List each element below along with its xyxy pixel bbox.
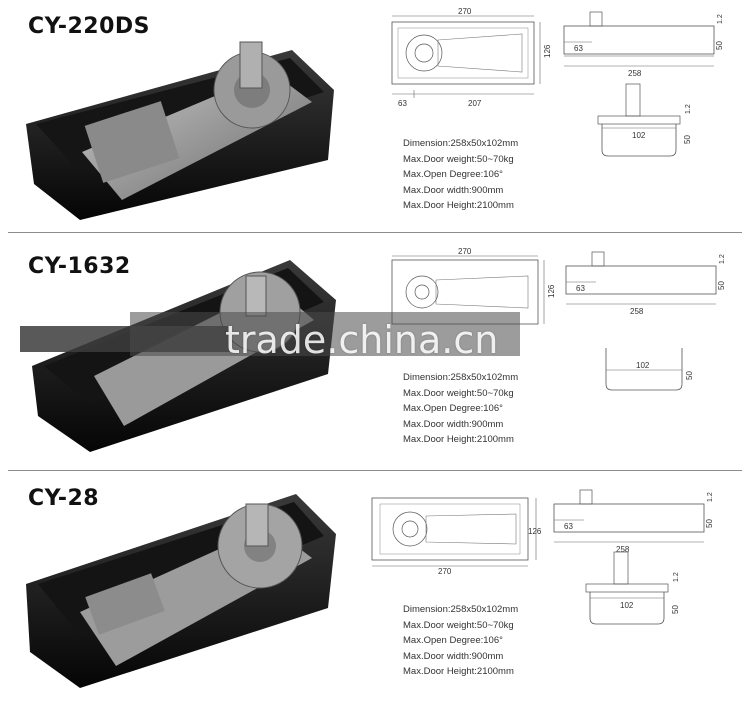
spec-width-3: Max.Door width:900mm bbox=[403, 650, 504, 662]
section-divider-2 bbox=[8, 470, 742, 471]
spec-dimension-1: Dimension:258x50x102mm bbox=[403, 138, 519, 149]
model-title-3: CY-28 bbox=[28, 486, 100, 511]
section-divider-1 bbox=[8, 232, 742, 233]
dim-width-1: 126 bbox=[543, 44, 552, 58]
dim-height-1: 50 bbox=[715, 41, 724, 50]
spec-list-2: Dimension:258x50x102mm Max.Door weight:5… bbox=[403, 370, 518, 448]
dim-offset-3: 63 bbox=[564, 522, 573, 531]
spec-degree-3: Max.Open Degree:106° bbox=[403, 635, 503, 646]
product-photo-1 bbox=[26, 41, 334, 220]
dim-length-3: 270 bbox=[438, 567, 452, 574]
dim-top-1: 1.2 bbox=[717, 14, 724, 24]
watermark-text: trade.china.cn bbox=[225, 318, 499, 362]
spec-dimension-2: Dimension:258x50x102mm bbox=[403, 372, 519, 383]
spec-height-3: Max.Door Height:2100mm bbox=[403, 666, 514, 677]
spec-degree-1: Max.Open Degree:106° bbox=[403, 169, 503, 180]
top-view-drawing-1: 270 126 63 207 bbox=[391, 7, 552, 108]
model-title-1: CY-220DS bbox=[28, 14, 151, 39]
spec-degree-2: Max.Open Degree:106° bbox=[403, 403, 503, 414]
watermark-band bbox=[20, 312, 520, 356]
spec-list-1: Dimension:258x50x102mm Max.Door weight:5… bbox=[403, 136, 518, 214]
top-view-drawing-3: 126 270 bbox=[371, 497, 542, 574]
dim-end-height-1: 50 bbox=[683, 135, 692, 144]
spec-height-2: Max.Door Height:2100mm bbox=[403, 434, 514, 445]
spec-width-1: Max.Door width:900mm bbox=[403, 184, 504, 196]
dim-width-3: 126 bbox=[528, 527, 542, 536]
dim-end-top-1: 1.2 bbox=[685, 104, 692, 114]
dim-end-height-3: 50 bbox=[671, 605, 680, 614]
dim-side-length-1: 258 bbox=[628, 69, 642, 78]
dim-end-width-3: 102 bbox=[620, 601, 634, 610]
dim-left-1: 63 bbox=[398, 99, 407, 108]
dim-right-1: 207 bbox=[468, 99, 482, 108]
side-view-drawing-3: 63 258 50 1.2 bbox=[553, 489, 714, 554]
end-view-drawing-2: 102 50 bbox=[605, 348, 694, 391]
spec-list-3: Dimension:258x50x102mm Max.Door weight:5… bbox=[403, 602, 518, 680]
dim-height-3: 50 bbox=[705, 519, 714, 528]
side-view-drawing-2: 63 258 50 1.2 bbox=[565, 251, 726, 316]
end-view-drawing-3: 102 50 1.2 bbox=[585, 551, 680, 625]
spec-width-2: Max.Door width:900mm bbox=[403, 418, 504, 430]
dim-length-1: 270 bbox=[458, 7, 472, 16]
dim-end-width-2: 102 bbox=[636, 361, 650, 370]
dim-top-2: 1.2 bbox=[719, 254, 726, 264]
dim-side-length-2: 258 bbox=[630, 307, 644, 316]
dim-offset-1: 63 bbox=[574, 44, 583, 53]
dim-length-2: 270 bbox=[458, 247, 472, 256]
dim-top-3: 1.2 bbox=[707, 492, 714, 502]
spec-weight-3: Max.Door weight:50~70kg bbox=[403, 619, 514, 631]
product-photo-3 bbox=[26, 494, 336, 688]
dim-end-top-3: 1.2 bbox=[673, 572, 680, 582]
model-title-2: CY-1632 bbox=[28, 254, 131, 279]
dim-height-2: 50 bbox=[717, 281, 726, 290]
side-view-drawing-1: 63 258 50 1.2 bbox=[563, 11, 724, 78]
spec-weight-2: Max.Door weight:50~70kg bbox=[403, 387, 514, 399]
end-view-drawing-1: 102 50 1.2 bbox=[597, 83, 692, 157]
spec-height-1: Max.Door Height:2100mm bbox=[403, 200, 514, 211]
dim-end-width-1: 102 bbox=[632, 131, 646, 140]
dim-offset-2: 63 bbox=[576, 284, 585, 293]
dim-side-length-3: 258 bbox=[616, 545, 630, 554]
dim-width-2: 126 bbox=[547, 284, 556, 298]
dim-end-height-2: 50 bbox=[685, 371, 694, 380]
spec-weight-1: Max.Door weight:50~70kg bbox=[403, 153, 514, 165]
spec-dimension-3: Dimension:258x50x102mm bbox=[403, 604, 519, 615]
